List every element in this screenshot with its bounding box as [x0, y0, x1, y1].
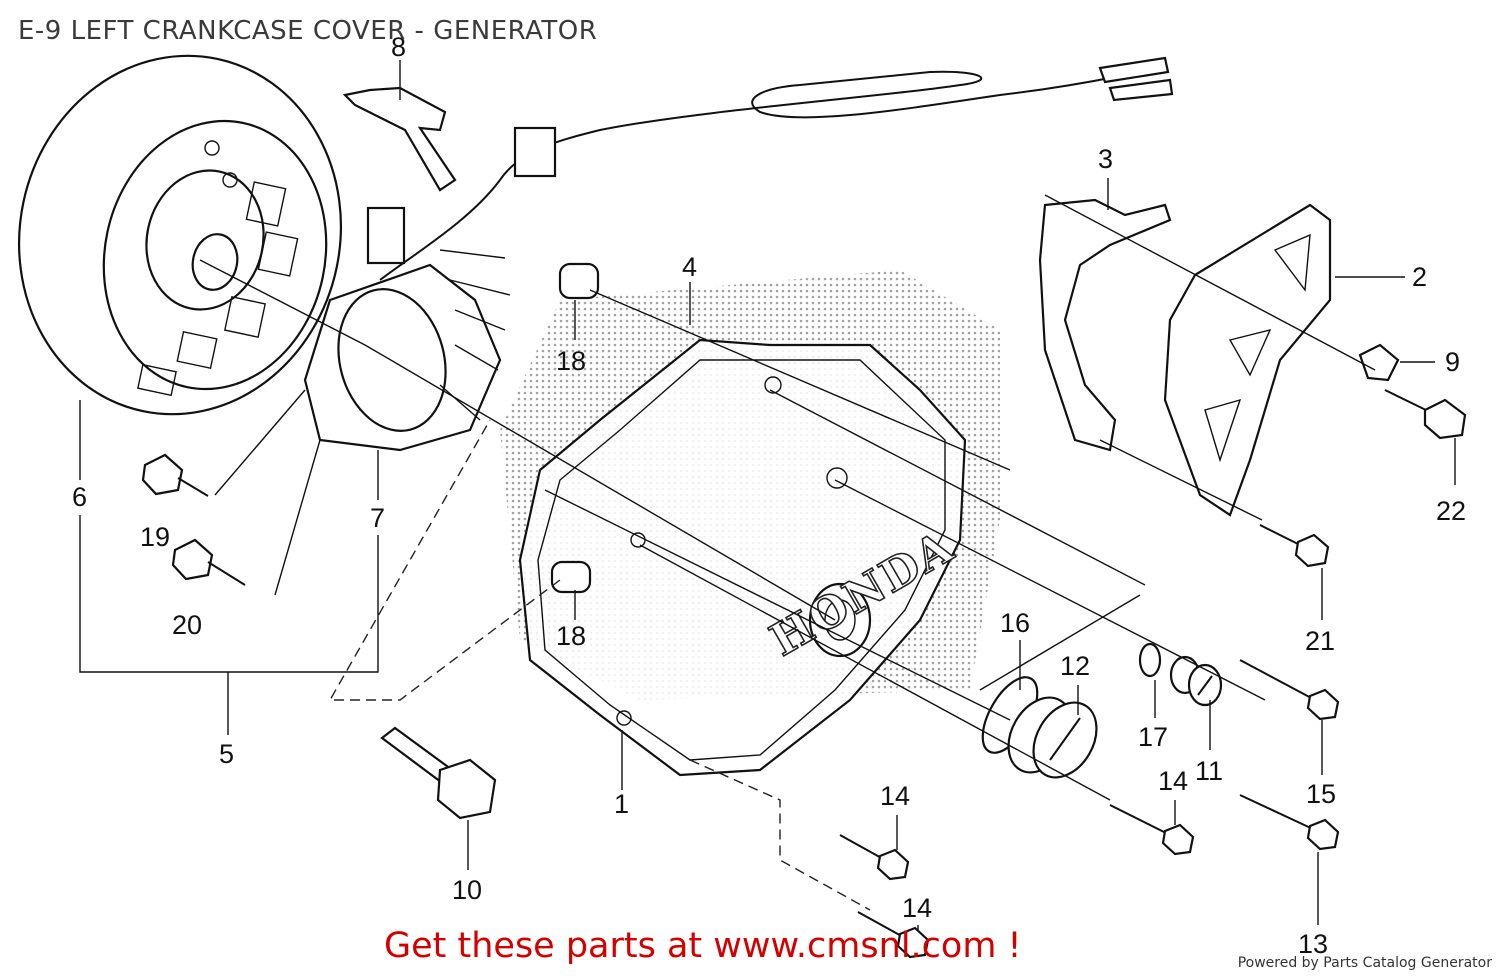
callout-12: 12 [1060, 651, 1090, 681]
sprocket-cover [1163, 203, 1332, 517]
bolt-13 [1239, 794, 1340, 851]
bolt-21 [1259, 524, 1330, 568]
dowel-pin-lower [550, 560, 592, 594]
callout-22: 22 [1436, 496, 1466, 526]
diagram-title: E-9 LEFT CRANKCASE COVER - GENERATOR [18, 16, 598, 46]
stator [303, 206, 511, 452]
flywheel-rotor [17, 54, 343, 416]
callout-2: 2 [1412, 262, 1427, 292]
callout-7: 7 [370, 503, 385, 533]
callout-21: 21 [1305, 626, 1335, 656]
callout-15: 15 [1306, 779, 1336, 809]
callout-9: 9 [1445, 347, 1460, 377]
wire-grommet [513, 126, 557, 178]
bolt-19 [141, 453, 209, 497]
wire-connector [1098, 56, 1174, 102]
callout-16: 16 [1000, 608, 1030, 638]
get-parts-link[interactable]: Get these parts at www.cmsnl.com ! [384, 926, 1022, 966]
callout-18-upper: 18 [556, 346, 586, 376]
callout-6: 6 [72, 482, 87, 512]
sealing-washer [1138, 642, 1162, 678]
flange-bolt-10 [380, 726, 497, 820]
bolt-22 [1384, 389, 1467, 440]
callout-14-center: 14 [880, 781, 910, 811]
bolt-14-center [839, 834, 910, 881]
callout-8: 8 [391, 32, 406, 62]
callout-18-lower: 18 [556, 621, 586, 651]
powered-by-footer: Powered by Parts Catalog Generator [1237, 955, 1492, 971]
bolt-20 [171, 538, 246, 586]
callout-1: 1 [614, 789, 629, 819]
callout-10: 10 [452, 875, 482, 905]
callout-17: 17 [1138, 722, 1168, 752]
guide-plate [1038, 198, 1172, 452]
callout-20: 20 [172, 610, 202, 640]
wire-clamp [342, 86, 457, 192]
bolt-15 [1239, 659, 1340, 721]
callout-labels: 1 2 3 4 5 6 7 8 9 10 11 12 13 14 14 14 1… [72, 32, 1466, 959]
callout-13: 13 [1298, 929, 1328, 959]
inspection-plug [1169, 655, 1223, 707]
callout-19: 19 [140, 522, 170, 552]
axis-lines [199, 194, 1376, 911]
callout-14-bottom: 14 [902, 893, 932, 923]
wire-harness [379, 70, 1121, 281]
callout-11: 11 [1195, 756, 1223, 786]
dowel-pin-upper [558, 262, 600, 300]
callout-14-right: 14 [1158, 766, 1188, 796]
bolt-14-right [1109, 804, 1195, 856]
bolt-14-bottom [857, 911, 930, 959]
callout-3: 3 [1098, 144, 1113, 174]
callout-5: 5 [219, 739, 234, 769]
callout-4: 4 [682, 252, 697, 282]
wire-clip [1358, 343, 1400, 382]
leader-lines [79, 60, 1456, 930]
